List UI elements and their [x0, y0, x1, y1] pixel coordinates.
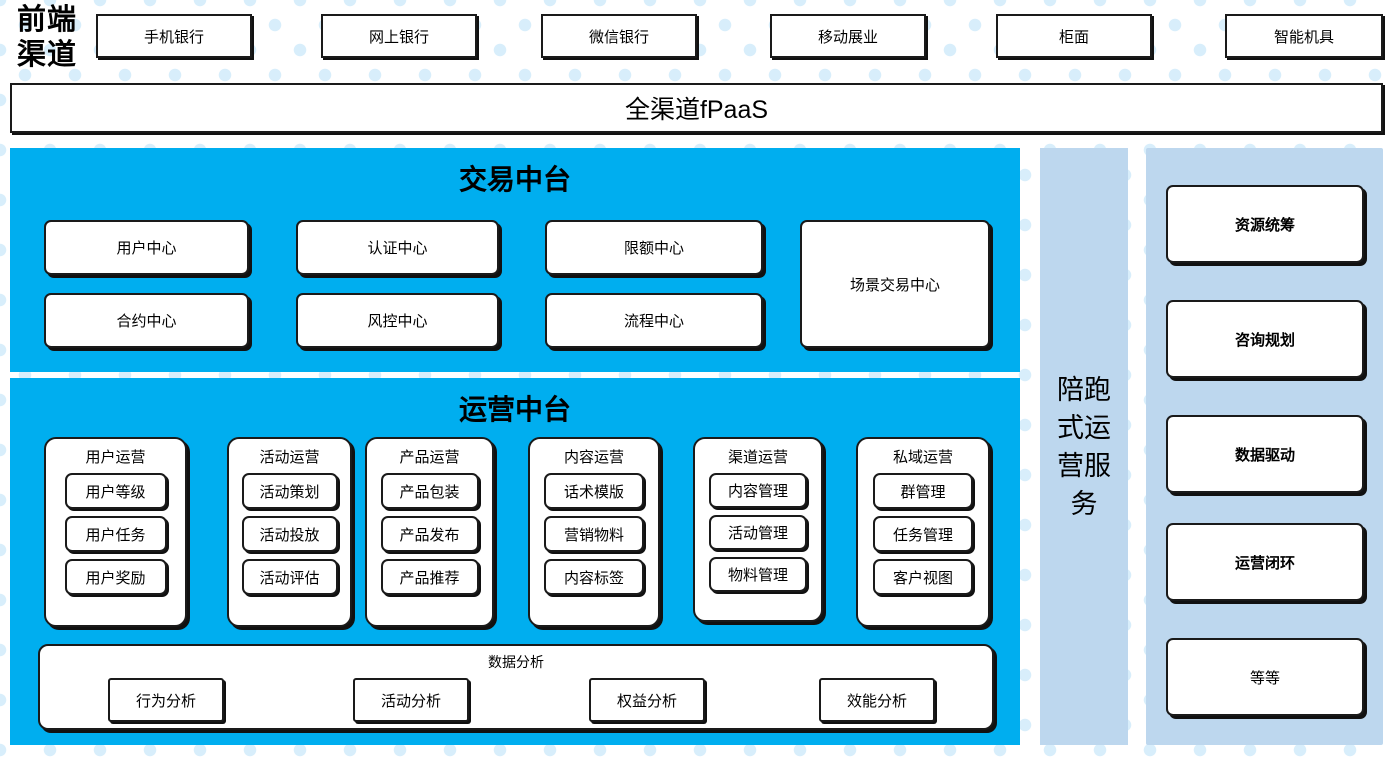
ops-group-user[interactable]: 用户运营 用户等级 用户任务 用户奖励	[44, 437, 187, 627]
channel-box-online-bank[interactable]: 网上银行	[321, 14, 477, 58]
ops-group-title: 用户运营	[85, 449, 146, 466]
channel-box-mobile-business[interactable]: 移动展业	[770, 14, 926, 58]
ops-item[interactable]: 物料管理	[709, 557, 807, 592]
ops-item[interactable]: 用户任务	[64, 516, 167, 552]
ops-group-title: 私域运营	[892, 449, 953, 466]
trade-platform-title: 交易中台	[458, 165, 571, 196]
ops-item[interactable]: 用户等级	[64, 473, 167, 509]
data-analysis-panel[interactable]: 数据分析 行为分析 活动分析 权益分析 效能分析	[38, 644, 994, 730]
trade-box-risk-center[interactable]: 风控中心	[296, 293, 499, 348]
channel-box-smart-machine[interactable]: 智能机具	[1225, 14, 1383, 58]
analysis-item-behavior[interactable]: 行为分析	[108, 678, 224, 722]
ops-item[interactable]: 用户奖励	[64, 559, 167, 595]
front-channel-label-line2: 渠道	[16, 39, 77, 71]
escort-operation-service-label: 陪跑式运营服务	[1057, 374, 1111, 519]
ops-group-product[interactable]: 产品运营 产品包装 产品发布 产品推荐	[365, 437, 494, 627]
analysis-item-campaign[interactable]: 活动分析	[353, 678, 469, 722]
ops-item[interactable]: 群管理	[873, 473, 973, 509]
value-column: 资源统筹 咨询规划 数据驱动 运营闭环 等等	[1146, 148, 1383, 745]
ops-item[interactable]: 话术模版	[544, 473, 644, 509]
ops-group-title: 渠道运营	[727, 449, 788, 466]
ops-platform-title: 运营中台	[458, 395, 571, 426]
trade-platform-panel: 交易中台 用户中心 认证中心 限额中心 合约中心 风控中心 流程中心 场景交易中…	[10, 148, 1020, 372]
ops-group-title: 活动运营	[259, 449, 320, 466]
front-channel-label: 前端 渠道	[4, 2, 90, 74]
ops-item[interactable]: 产品发布	[380, 516, 479, 552]
channel-box-counter[interactable]: 柜面	[996, 14, 1152, 58]
ops-item[interactable]: 活动投放	[241, 516, 338, 552]
ops-item[interactable]: 任务管理	[873, 516, 973, 552]
trade-box-process-center[interactable]: 流程中心	[545, 293, 763, 348]
trade-box-limit-center[interactable]: 限额中心	[545, 220, 763, 275]
ops-group-private-domain[interactable]: 私域运营 群管理 任务管理 客户视图	[856, 437, 990, 627]
ops-group-campaign[interactable]: 活动运营 活动策划 活动投放 活动评估	[227, 437, 352, 627]
ops-item[interactable]: 活动策划	[241, 473, 338, 509]
ops-item[interactable]: 营销物料	[544, 516, 644, 552]
data-analysis-title: 数据分析	[488, 654, 544, 670]
ops-group-title: 内容运营	[563, 449, 624, 466]
ops-item[interactable]: 客户视图	[873, 559, 973, 595]
ops-item[interactable]: 产品推荐	[380, 559, 479, 595]
ops-item[interactable]: 内容标签	[544, 559, 644, 595]
channel-box-mobile-bank[interactable]: 手机银行	[96, 14, 252, 58]
value-card-data-driven[interactable]: 数据驱动	[1166, 415, 1364, 493]
ops-item[interactable]: 活动管理	[709, 515, 807, 550]
channel-box-wechat-bank[interactable]: 微信银行	[541, 14, 697, 58]
value-card-resource-coordination[interactable]: 资源统筹	[1166, 185, 1364, 263]
value-card-consulting-planning[interactable]: 咨询规划	[1166, 300, 1364, 378]
escort-operation-service-column: 陪跑式运营服务	[1040, 148, 1128, 745]
trade-box-user-center[interactable]: 用户中心	[44, 220, 249, 275]
ops-item[interactable]: 活动评估	[241, 559, 338, 595]
trade-box-contract-center[interactable]: 合约中心	[44, 293, 249, 348]
value-card-etc[interactable]: 等等	[1166, 638, 1364, 716]
front-channel-label-line1: 前端	[16, 4, 77, 36]
trade-box-auth-center[interactable]: 认证中心	[296, 220, 499, 275]
analysis-item-efficiency[interactable]: 效能分析	[819, 678, 935, 722]
ops-group-content[interactable]: 内容运营 话术模版 营销物料 内容标签	[528, 437, 660, 627]
ops-group-channel[interactable]: 渠道运营 内容管理 活动管理 物料管理	[693, 437, 823, 622]
fpaas-bar[interactable]: 全渠道fPaaS	[10, 83, 1383, 133]
ops-platform-panel: 运营中台 用户运营 用户等级 用户任务 用户奖励 活动运营 活动策划 活动投放 …	[10, 378, 1020, 745]
trade-box-scene-trade-center[interactable]: 场景交易中心	[800, 220, 990, 348]
ops-group-title: 产品运营	[399, 449, 460, 466]
ops-item[interactable]: 内容管理	[709, 473, 807, 508]
ops-item[interactable]: 产品包装	[380, 473, 479, 509]
analysis-item-benefit[interactable]: 权益分析	[589, 678, 705, 722]
value-card-operation-closed-loop[interactable]: 运营闭环	[1166, 523, 1364, 601]
